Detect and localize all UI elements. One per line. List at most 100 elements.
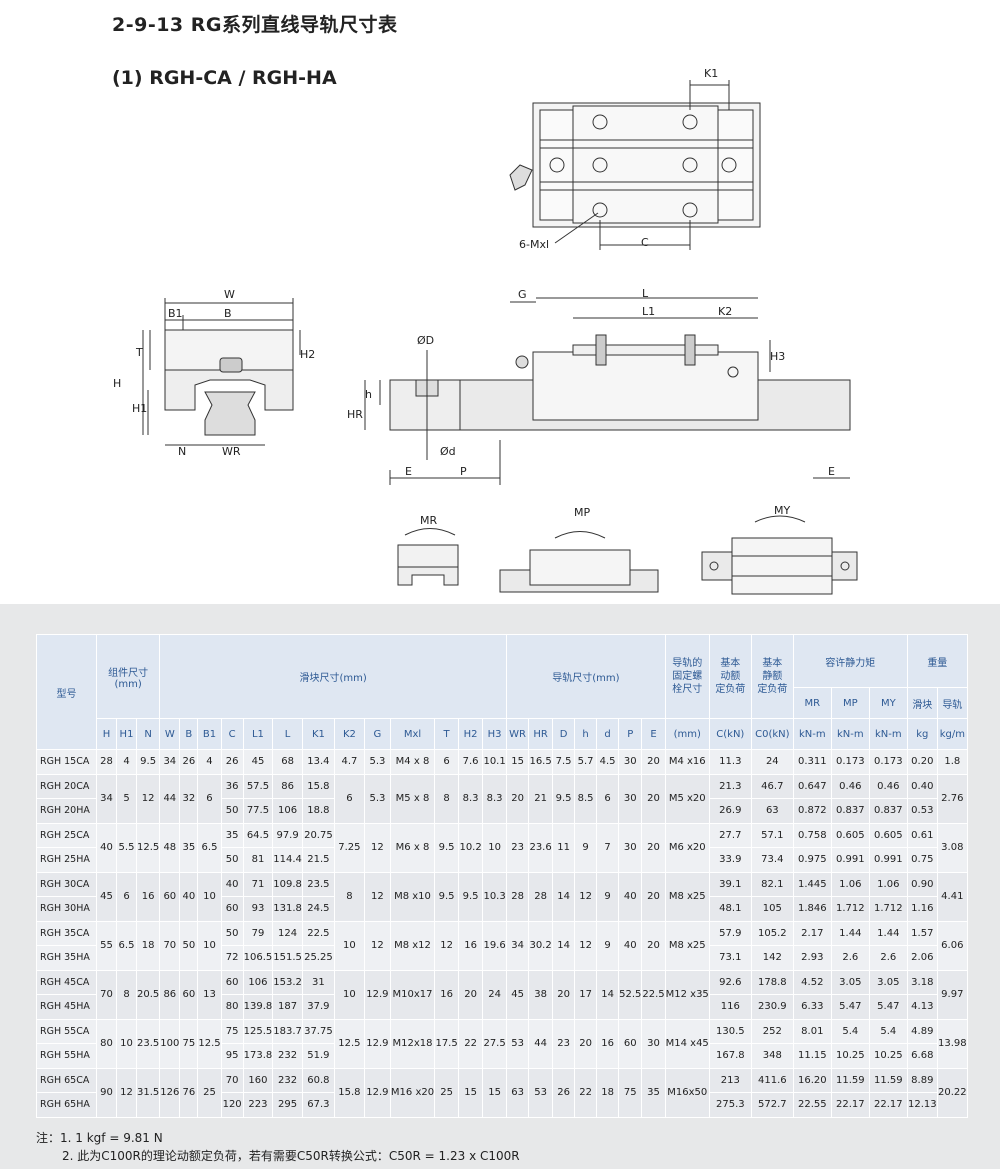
cell-d: 9.5 bbox=[552, 773, 576, 824]
cell-weight-block: 0.40 bbox=[906, 773, 938, 799]
cell-weight-rail: 1.8 bbox=[936, 749, 968, 775]
cell-bolt: M14 x45 bbox=[664, 1018, 710, 1069]
cell-hr: 30.2 bbox=[528, 920, 554, 971]
cell-b: 60 bbox=[179, 969, 199, 1020]
cell-b: 76 bbox=[179, 1067, 199, 1118]
cell-d: 18 bbox=[596, 1067, 620, 1118]
cell-mr: 8.01 bbox=[792, 1018, 832, 1044]
col-weight-block: 滑块 bbox=[906, 687, 938, 719]
cell-c: 75 bbox=[220, 1018, 244, 1044]
label-c: C bbox=[641, 236, 649, 249]
model-cell: RGH 35HA bbox=[36, 945, 97, 971]
cell-bolt: M16x50 bbox=[664, 1067, 710, 1118]
col-rail: 导轨尺寸(mm) bbox=[506, 634, 666, 719]
cell-my: 0.991 bbox=[868, 847, 908, 873]
cell-e: 20 bbox=[641, 920, 666, 971]
cell-c-dyn: 73.1 bbox=[708, 945, 752, 971]
cell-p: 40 bbox=[618, 920, 643, 971]
cell-k1: 51.9 bbox=[301, 1043, 335, 1069]
label-g: G bbox=[518, 288, 527, 301]
cell-mp: 22.17 bbox=[830, 1092, 870, 1118]
cell-mxl: M8 x10 bbox=[389, 871, 436, 922]
unit-col-17: HR bbox=[528, 718, 554, 750]
model-cell: RGH 45HA bbox=[36, 994, 97, 1020]
label-mp: MP bbox=[574, 506, 590, 519]
cell-b1: 25 bbox=[197, 1067, 222, 1118]
unit-col-6: C bbox=[220, 718, 244, 750]
cell-l1: 160 bbox=[242, 1067, 274, 1093]
cell-c-dyn: 275.3 bbox=[708, 1092, 752, 1118]
cell-c-dyn: 213 bbox=[708, 1067, 752, 1093]
cell-h2: 22 bbox=[458, 1018, 484, 1069]
cell-weight-block: 4.13 bbox=[906, 994, 938, 1020]
cell-hr: 38 bbox=[528, 969, 554, 1020]
cell-t: 6 bbox=[434, 749, 460, 775]
label-h2: H2 bbox=[300, 348, 315, 361]
cell-l1: 125.5 bbox=[242, 1018, 274, 1044]
label-my: MY bbox=[774, 504, 790, 517]
cell-k1: 24.5 bbox=[301, 896, 335, 922]
cell-n: 9.5 bbox=[135, 749, 161, 775]
model-cell: RGH 55CA bbox=[36, 1018, 97, 1044]
cell-h2: 16 bbox=[458, 920, 484, 971]
cell-k2: 15.8 bbox=[333, 1067, 365, 1118]
cell-c-dyn: 92.6 bbox=[708, 969, 752, 995]
cell-mr: 2.17 bbox=[792, 920, 832, 946]
cell-my: 0.837 bbox=[868, 798, 908, 824]
unit-col-8: L bbox=[272, 718, 303, 750]
cell-e: 22.5 bbox=[641, 969, 666, 1020]
cell-h: 28 bbox=[96, 749, 117, 775]
cell-k2: 8 bbox=[333, 871, 365, 922]
cell-bolt: M8 x25 bbox=[664, 920, 710, 971]
cell-weight-rail: 20.22 bbox=[936, 1067, 968, 1118]
cell-c: 50 bbox=[220, 920, 244, 946]
cell-l: 86 bbox=[272, 773, 303, 799]
cell-l: 295 bbox=[272, 1092, 303, 1118]
cell-d: 23 bbox=[552, 1018, 576, 1069]
cell-c0: 572.7 bbox=[750, 1092, 794, 1118]
model-cell: RGH 55HA bbox=[36, 1043, 97, 1069]
label-t: T bbox=[135, 346, 143, 359]
cell-g: 12.9 bbox=[363, 1018, 391, 1069]
note-1: 注：1. 1 kgf = 9.81 N bbox=[36, 1131, 163, 1145]
cell-c0: 24 bbox=[750, 749, 794, 775]
cell-l: 97.9 bbox=[272, 822, 303, 848]
cell-l: 124 bbox=[272, 920, 303, 946]
cell-mr: 6.33 bbox=[792, 994, 832, 1020]
cell-l1: 71 bbox=[242, 871, 274, 897]
cell-h: 17 bbox=[574, 969, 598, 1020]
unit-col-7: L1 bbox=[242, 718, 274, 750]
cell-c: 50 bbox=[220, 847, 244, 873]
cell-k1: 37.75 bbox=[301, 1018, 335, 1044]
cell-mp: 0.173 bbox=[830, 749, 870, 775]
cell-p: 30 bbox=[618, 773, 643, 824]
cell-c0: 82.1 bbox=[750, 871, 794, 897]
unit-col-15: H3 bbox=[482, 718, 508, 750]
col-weight: 重量 bbox=[906, 634, 968, 688]
cell-h: 55 bbox=[96, 920, 117, 971]
cell-bolt: M8 x25 bbox=[664, 871, 710, 922]
cell-k2: 10 bbox=[333, 969, 365, 1020]
label-od: ØD bbox=[417, 334, 434, 347]
cell-l: 187 bbox=[272, 994, 303, 1020]
cell-l1: 139.8 bbox=[242, 994, 274, 1020]
label-od-small: Ød bbox=[440, 445, 456, 458]
cell-l: 232 bbox=[272, 1067, 303, 1093]
cell-k1: 37.9 bbox=[301, 994, 335, 1020]
cell-h1: 5 bbox=[116, 773, 137, 824]
cell-h2: 7.6 bbox=[458, 749, 484, 775]
cell-wr: 53 bbox=[506, 1018, 530, 1069]
cell-c0: 105.2 bbox=[750, 920, 794, 946]
cell-t: 9.5 bbox=[434, 871, 460, 922]
col-my: MY bbox=[868, 687, 908, 719]
cell-h2: 20 bbox=[458, 969, 484, 1020]
label-hr: HR bbox=[347, 408, 363, 421]
cell-e: 20 bbox=[641, 773, 666, 824]
